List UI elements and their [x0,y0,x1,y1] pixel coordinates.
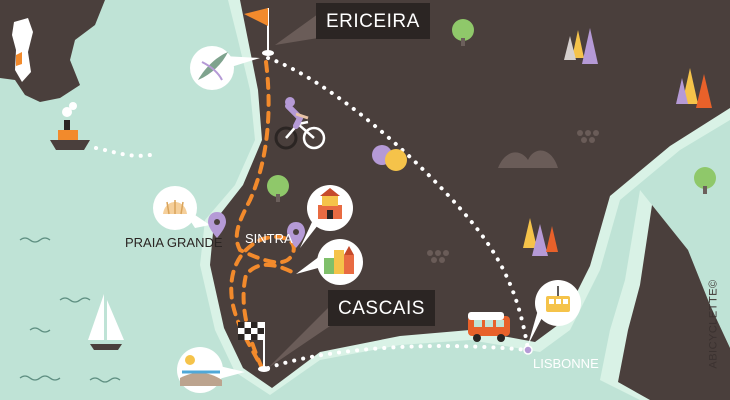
surf-icon [190,46,260,90]
label-praia-grande: PRAIA GRANDE [125,235,223,250]
sailboat-icon [88,294,124,350]
beach-icon [177,347,245,393]
label-lisbonne: LISBONNE [533,356,599,371]
tree-icon [267,19,716,256]
label-ericeira: ERICEIRA [316,3,430,39]
waves [19,237,121,383]
bike-route [229,60,296,370]
palace-icon [300,185,353,248]
shell-icon [153,186,210,230]
ericeira-pointer [275,14,318,45]
label-sintra: SINTRA [245,231,293,246]
iberia-inset-icon [0,0,105,102]
location-pin-icon [208,212,533,355]
cyclist-icon [274,97,326,150]
boat-icon [50,102,90,150]
credit-text: ABICYCLETTE© [707,279,720,369]
start-flag-icon [244,8,274,56]
tram-icon [528,280,581,345]
label-cascais: CASCAIS [328,290,435,326]
white-route [94,56,530,370]
cascais-pointer [268,306,330,368]
houses-icon [296,239,363,285]
finish-flag-icon [238,322,270,372]
rocks [427,130,599,263]
van-icon [468,312,510,342]
south-bank [618,205,730,400]
